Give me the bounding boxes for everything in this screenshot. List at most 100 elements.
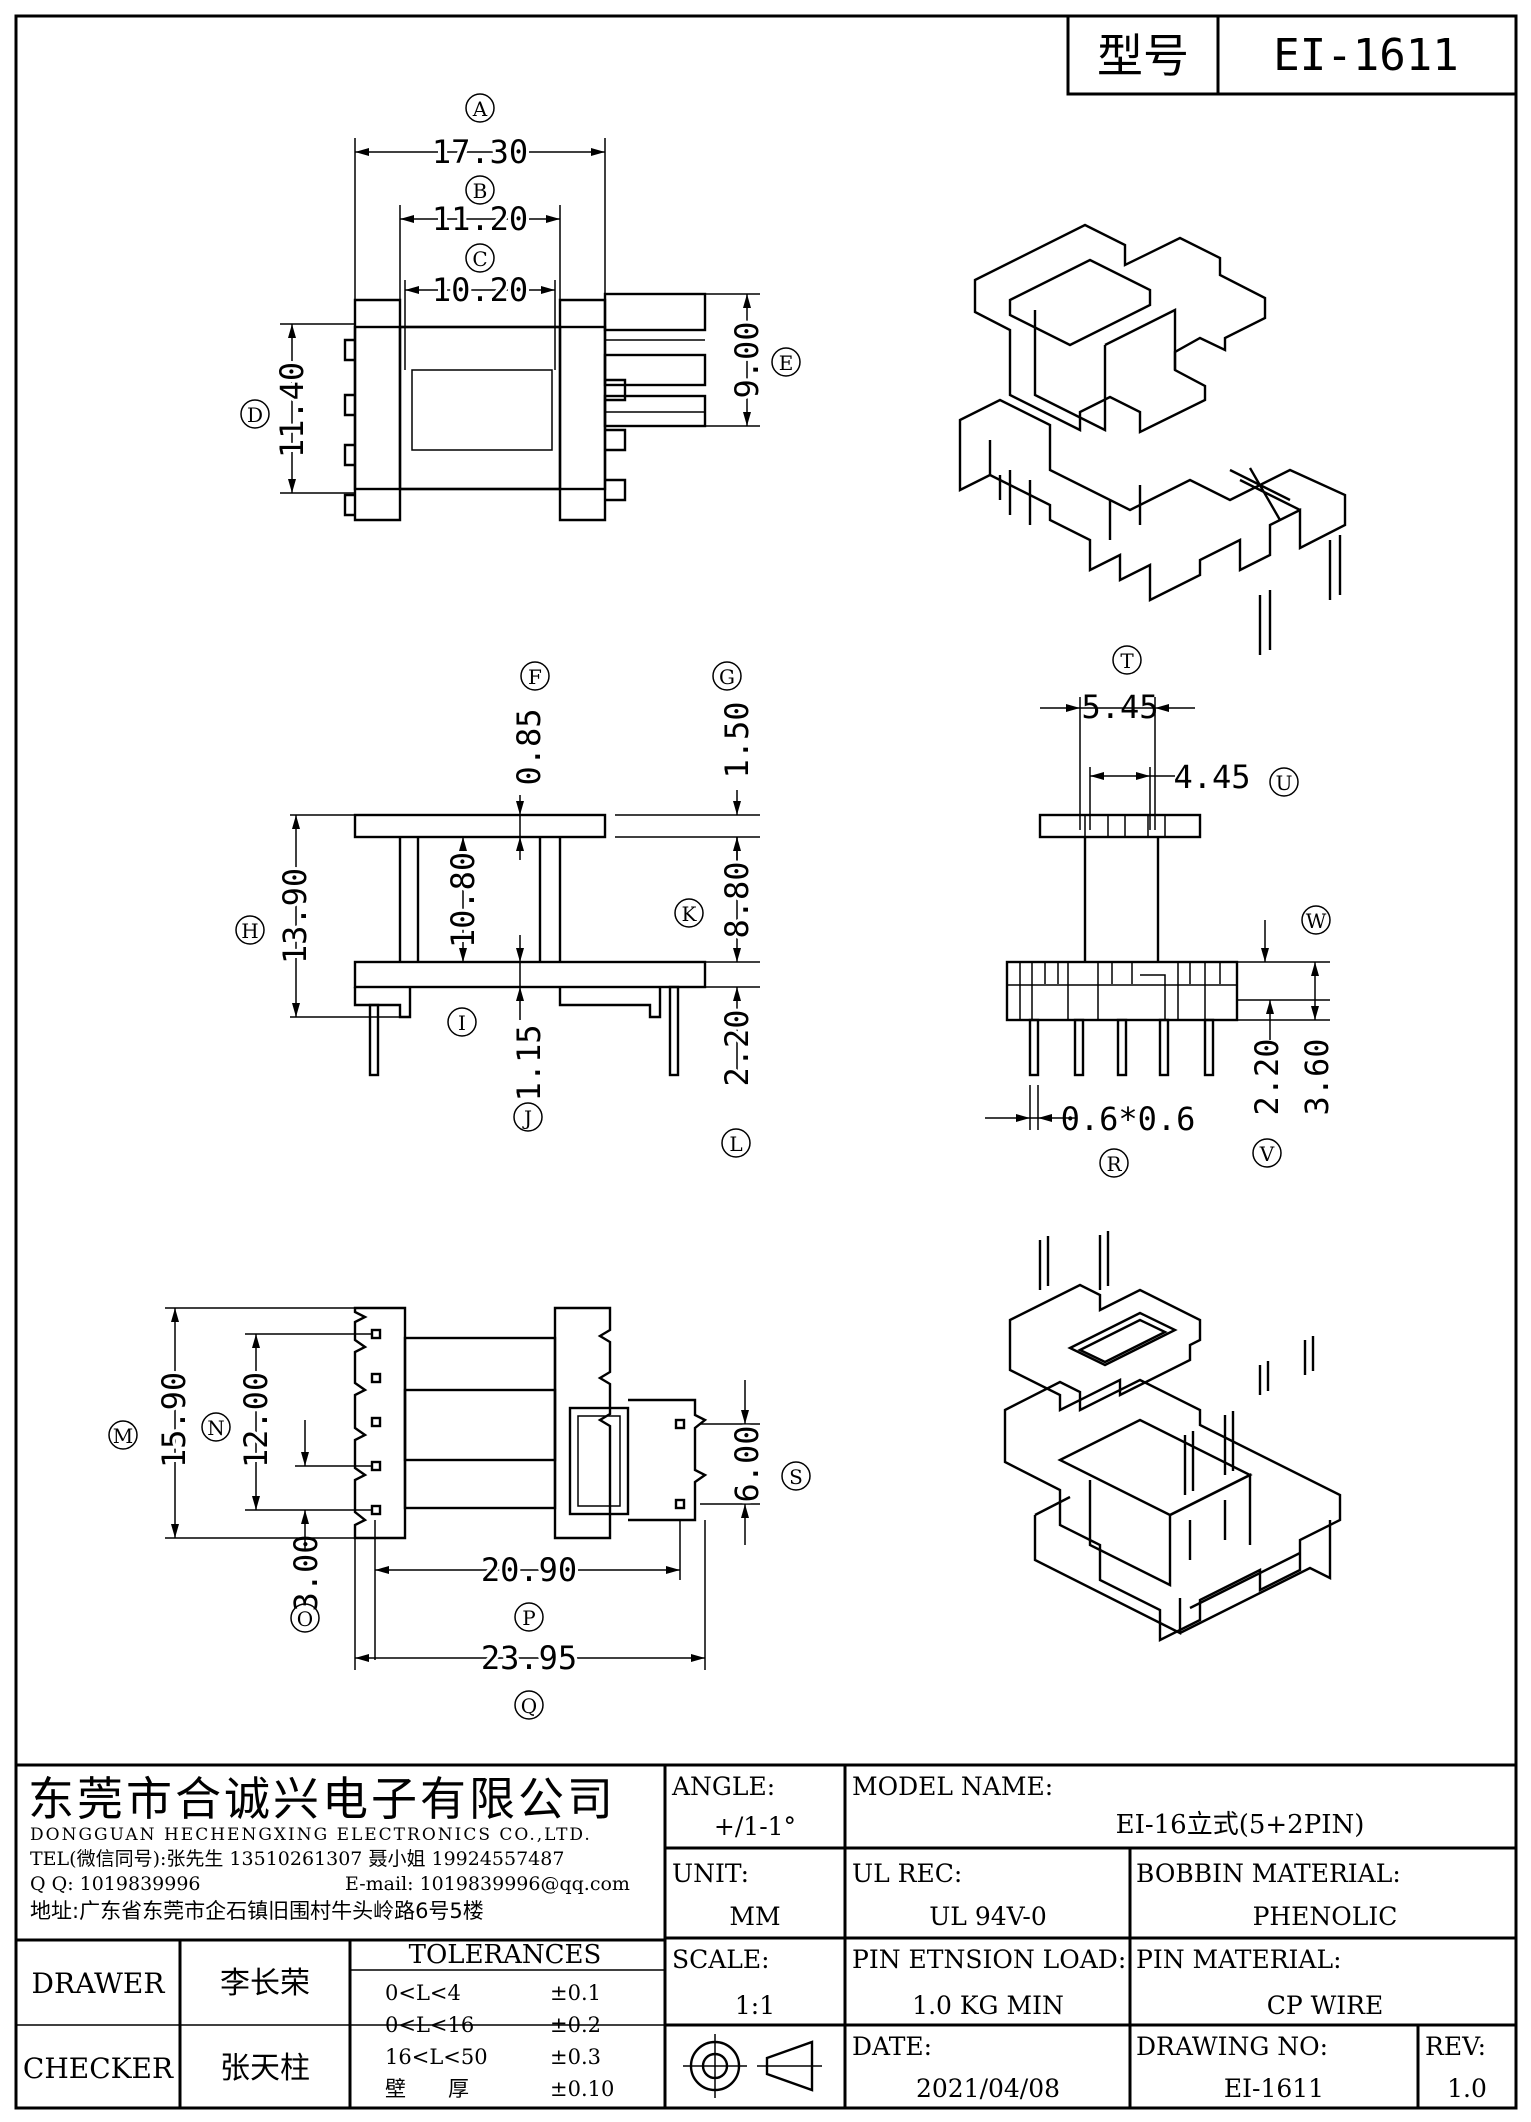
svg-text:9.00: 9.00 — [728, 321, 766, 398]
svg-text:3.00: 3.00 — [287, 1534, 325, 1611]
angle-label: ANGLE: — [671, 1772, 775, 1801]
drawing-no-value: EI-1611 — [1224, 2074, 1324, 2103]
dim-R: R 0.6*0.6 — [1061, 1100, 1196, 1178]
pin-load-label: PIN ETNSION LOAD: — [852, 1945, 1126, 1974]
svg-text:F: F — [528, 665, 542, 689]
drawing-no-label: DRAWING NO: — [1136, 2032, 1328, 2061]
dim-J: J 1.15 — [510, 1024, 548, 1132]
svg-text:1.15: 1.15 — [510, 1024, 548, 1101]
tolerance-value: ±0.1 — [550, 1981, 601, 2005]
tolerance-range: 壁 厚 — [385, 2077, 469, 2101]
dim-O: O 3.00 — [287, 1534, 325, 1633]
svg-text:11.40: 11.40 — [273, 362, 311, 458]
svg-text:12.00: 12.00 — [237, 1372, 275, 1468]
projection-symbol — [683, 2034, 822, 2098]
svg-text:V: V — [1259, 1142, 1275, 1166]
drawer-value: 李长荣 — [220, 1966, 310, 2001]
date-value: 2021/04/08 — [916, 2074, 1060, 2103]
tolerance-range: 0<L<4 — [385, 1981, 461, 2005]
svg-text:E: E — [779, 351, 794, 375]
svg-text:K: K — [682, 902, 698, 926]
svg-text:5.45: 5.45 — [1081, 688, 1158, 726]
svg-text:M: M — [113, 1424, 133, 1448]
svg-text:A: A — [472, 97, 488, 121]
dim-M: M 15.90 — [108, 1369, 196, 1471]
dim-E: E 9.00 — [725, 318, 801, 402]
dim-L: L 2.20 — [715, 1006, 759, 1158]
dim-K: K 8.80 — [674, 858, 759, 942]
side-view — [290, 790, 760, 1077]
bobbin-material-value: PHENOLIC — [1253, 1902, 1398, 1931]
unit-label: UNIT: — [672, 1859, 749, 1888]
dim-B: B 11.20 — [429, 175, 531, 241]
svg-text:H: H — [241, 919, 258, 943]
checker-label: CHECKER — [23, 2052, 174, 2085]
pin-material-label: PIN MATERIAL: — [1136, 1945, 1342, 1974]
svg-text:6.00: 6.00 — [728, 1425, 766, 1502]
company-address: 地址:广东省东莞市企石镇旧围村牛头岭路6号5楼 — [30, 1899, 484, 1923]
pin-material-value: CP WIRE — [1267, 1991, 1384, 2020]
model-name-label: MODEL NAME: — [852, 1772, 1053, 1801]
ul-rec-value: UL 94V-0 — [929, 1902, 1047, 1931]
dim-S: S 6.00 — [725, 1422, 811, 1506]
tolerance-range: 0<L<16 — [385, 2013, 474, 2037]
model-header-label: 型号 — [1097, 29, 1189, 83]
dim-T: T 5.45 — [1081, 645, 1159, 726]
drawer-label: DRAWER — [32, 1967, 166, 2000]
svg-text:N: N — [207, 1416, 225, 1440]
svg-text:B: B — [473, 179, 488, 203]
tolerance-value: ±0.3 — [550, 2045, 601, 2069]
bobbin-material-label: BOBBIN MATERIAL: — [1136, 1859, 1401, 1888]
dim-H: H 13.90 — [235, 865, 317, 967]
drawing-border — [14, 14, 1518, 2110]
svg-text:R: R — [1106, 1152, 1122, 1176]
dim-Q: Q 23.95 — [478, 1636, 580, 1720]
tolerance-value: ±0.10 — [550, 2077, 614, 2101]
date-label: DATE: — [852, 2032, 932, 2061]
dim-C: C 10.20 — [429, 243, 531, 312]
ul-rec-label: UL REC: — [852, 1859, 962, 1888]
dim-V: V 2.20 — [1248, 1038, 1286, 1168]
company-email: E-mail: 1019839996@qq.com — [345, 1873, 630, 1895]
svg-text:0.85: 0.85 — [510, 708, 548, 785]
svg-text:2.20: 2.20 — [718, 1009, 756, 1086]
svg-text:U: U — [1276, 771, 1293, 795]
title-block — [16, 1763, 1516, 2108]
model-header-box: 型号 EI-1611 — [1066, 14, 1518, 96]
company-name-en: DONGGUAN HECHENGXING ELECTRONICS CO.,LTD… — [30, 1825, 592, 1845]
svg-text:3.60: 3.60 — [1298, 1038, 1336, 1115]
company-name-cn: 东莞市合诚兴电子有限公司 — [28, 1772, 616, 1826]
dim-N: N 12.00 — [201, 1369, 278, 1471]
svg-text:T: T — [1120, 649, 1134, 673]
svg-text:2.20: 2.20 — [1248, 1038, 1286, 1115]
svg-text:G: G — [719, 665, 735, 689]
bottom-view — [165, 1306, 760, 1670]
dim-A: A 17.30 — [429, 93, 531, 174]
tolerances-title: TOLERANCES — [409, 1940, 602, 1970]
svg-text:J: J — [522, 1106, 532, 1130]
company-qq: Q Q: 1019839996 — [30, 1873, 201, 1895]
dim-W: W 3.60 — [1298, 905, 1336, 1116]
tolerance-range: 16<L<50 — [385, 2045, 488, 2069]
isometric-view-top — [958, 223, 1347, 655]
unit-value: MM — [729, 1902, 780, 1931]
svg-text:17.30: 17.30 — [432, 133, 528, 171]
rev-label: REV: — [1425, 2032, 1486, 2061]
dim-I: I 10.80 — [441, 849, 485, 1037]
dim-G: G 1.50 — [712, 661, 756, 779]
svg-text:D: D — [247, 403, 263, 427]
svg-text:23.95: 23.95 — [481, 1639, 577, 1677]
svg-text:W: W — [1306, 909, 1327, 933]
svg-text:11.20: 11.20 — [432, 200, 528, 238]
end-view — [985, 697, 1330, 1130]
svg-text:P: P — [522, 1606, 535, 1630]
dim-U: U 4.45 — [1173, 758, 1299, 797]
scale-value: 1:1 — [735, 1991, 775, 2020]
rev-value: 1.0 — [1447, 2074, 1487, 2103]
checker-value: 张天柱 — [220, 2051, 310, 2086]
pin-load-value: 1.0 KG MIN — [912, 1991, 1064, 2020]
svg-text:Q: Q — [521, 1694, 537, 1718]
svg-text:0.6*0.6: 0.6*0.6 — [1061, 1100, 1196, 1138]
tolerance-rows: 0<L<4 ±0.1 0<L<16 ±0.2 16<L<50 ±0.3 壁 厚 … — [385, 1981, 614, 2101]
model-header-value: EI-1611 — [1273, 30, 1458, 81]
